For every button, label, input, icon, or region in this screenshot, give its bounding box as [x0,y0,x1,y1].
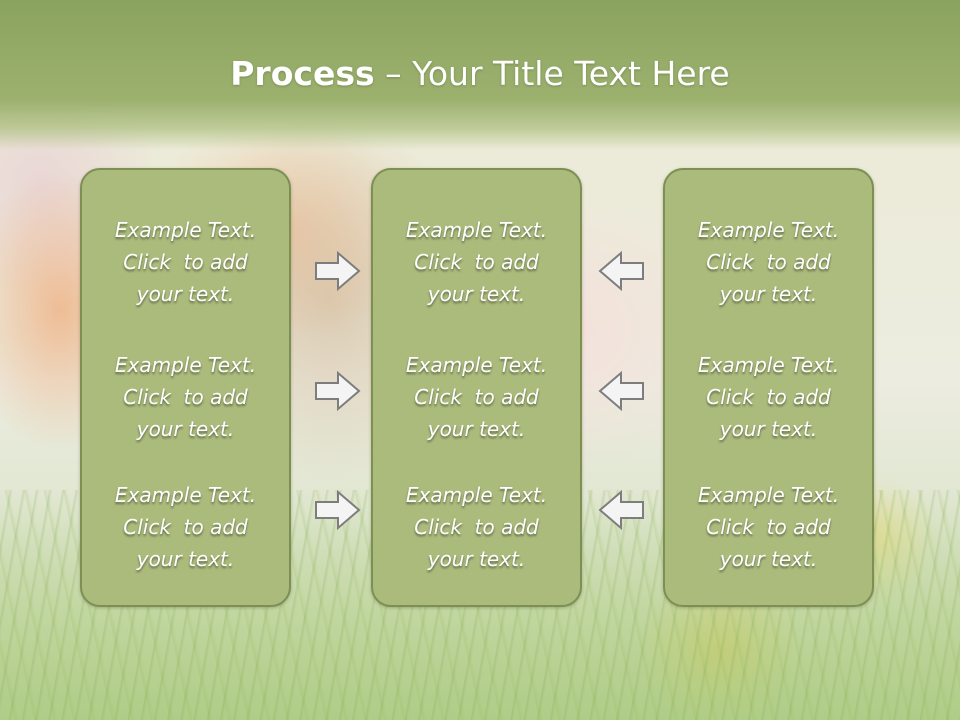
text-line: Click to add [414,385,539,409]
text-line: your text. [136,282,235,306]
text-line: Click to add [706,250,831,274]
text-line: Click to add [123,385,248,409]
text-line: Click to add [706,515,831,539]
text-line: your text. [719,547,818,571]
text-block[interactable]: Example Text. Click to add your text. [373,214,580,310]
text-block[interactable]: Example Text. Click to add your text. [665,349,872,445]
text-line: your text. [719,417,818,441]
text-line: Click to add [414,250,539,274]
text-line: Click to add [123,515,248,539]
right-arrow-icon [314,489,362,531]
text-block[interactable]: Example Text. Click to add your text. [665,214,872,310]
text-line: your text. [719,282,818,306]
text-line: Click to add [706,385,831,409]
text-line: Example Text. [697,353,840,377]
title-rest: – Your Title Text Here [374,54,730,93]
process-box-right[interactable]: Example Text. Click to add your text. Ex… [663,168,874,607]
text-line: Example Text. [114,353,257,377]
left-arrow-icon [597,370,645,412]
title-band [0,0,960,150]
text-line: Example Text. [114,483,257,507]
process-box-center[interactable]: Example Text. Click to add your text. Ex… [371,168,582,607]
text-line: Example Text. [114,218,257,242]
text-line: Example Text. [405,483,548,507]
text-block[interactable]: Example Text. Click to add your text. [82,479,289,575]
title-bold: Process [230,54,375,93]
text-block[interactable]: Example Text. Click to add your text. [373,349,580,445]
text-line: Example Text. [697,218,840,242]
text-line: your text. [427,417,526,441]
text-line: your text. [136,417,235,441]
process-box-left[interactable]: Example Text. Click to add your text. Ex… [80,168,291,607]
right-arrow-icon [314,370,362,412]
text-line: your text. [427,282,526,306]
text-block[interactable]: Example Text. Click to add your text. [665,479,872,575]
text-line: Click to add [123,250,248,274]
left-arrow-icon [597,250,645,292]
left-arrow-icon [597,489,645,531]
text-line: Example Text. [405,218,548,242]
right-arrow-icon [314,250,362,292]
text-block[interactable]: Example Text. Click to add your text. [82,214,289,310]
text-line: Click to add [414,515,539,539]
text-line: your text. [136,547,235,571]
text-line: Example Text. [697,483,840,507]
text-line: your text. [427,547,526,571]
slide-title[interactable]: Process – Your Title Text Here [0,52,960,96]
text-block[interactable]: Example Text. Click to add your text. [373,479,580,575]
text-line: Example Text. [405,353,548,377]
text-block[interactable]: Example Text. Click to add your text. [82,349,289,445]
